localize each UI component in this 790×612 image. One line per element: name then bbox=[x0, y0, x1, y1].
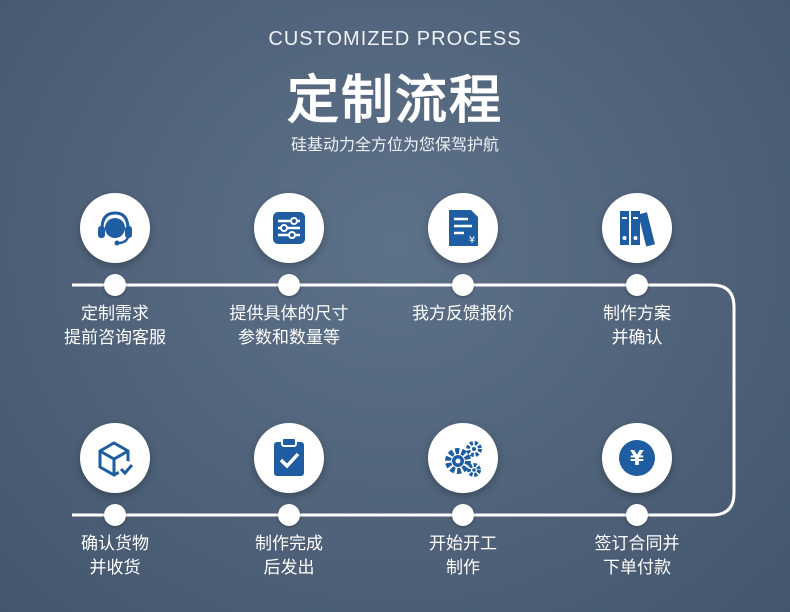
step-7-label-line-2: 后发出 bbox=[263, 558, 315, 578]
step-3-label: 我方反馈报价 bbox=[378, 302, 548, 326]
package-check-icon bbox=[98, 441, 134, 477]
step-7-node bbox=[278, 504, 300, 526]
headset-icon bbox=[98, 211, 132, 246]
step-6-label: 开始开工 制作 bbox=[378, 532, 548, 580]
step-5-node bbox=[626, 504, 648, 526]
step-3-label-line-1: 我方反馈报价 bbox=[412, 304, 514, 324]
subtitle: 硅基动力全方位为您保驾护航 bbox=[290, 135, 499, 154]
step-5-label-line-1: 签订合同并 bbox=[594, 534, 680, 554]
step-5-icon-circle: ¥ bbox=[602, 423, 672, 493]
step-8-label-line-2: 并收货 bbox=[89, 558, 141, 578]
step-2-label-line-2: 参数和数量等 bbox=[238, 328, 340, 348]
step-8-label-line-1: 确认货物 bbox=[81, 534, 149, 554]
step-1-label: 定制需求 提前咨询客服 bbox=[30, 302, 200, 350]
step-7-icon-circle bbox=[254, 423, 324, 493]
step-6-node bbox=[452, 504, 474, 526]
step-2-label: 提供具体的尺寸 参数和数量等 bbox=[204, 302, 374, 350]
step-1-label-line-2: 提前咨询客服 bbox=[64, 328, 166, 348]
sliders-icon bbox=[273, 212, 305, 244]
step-4-label-line-2: 并确认 bbox=[611, 328, 663, 348]
step-2-label-line-1: 提供具体的尺寸 bbox=[229, 304, 349, 324]
step-6-icon-circle bbox=[428, 423, 498, 493]
svg-text:¥: ¥ bbox=[630, 446, 644, 470]
step-4-label: 制作方案 并确认 bbox=[552, 302, 722, 350]
clipboard-check-icon bbox=[274, 437, 304, 476]
step-6-label-line-1: 开始开工 bbox=[429, 534, 497, 554]
step-8-node bbox=[104, 504, 126, 526]
step-1-label-line-1: 定制需求 bbox=[81, 304, 149, 324]
page-title: 定制流程 bbox=[286, 71, 503, 131]
binders-icon bbox=[620, 211, 655, 247]
svg-text:¥: ¥ bbox=[469, 235, 475, 246]
step-3-node bbox=[452, 274, 474, 296]
step-7-label-line-1: 制作完成 bbox=[255, 534, 323, 554]
step-7-label: 制作完成 后发出 bbox=[204, 532, 374, 580]
step-2-icon-circle bbox=[254, 193, 324, 263]
step-1-icon-circle bbox=[80, 193, 150, 263]
step-5-label: 签订合同并 下单付款 bbox=[552, 532, 722, 580]
step-5-label-line-2: 下单付款 bbox=[603, 558, 671, 578]
step-4-label-line-1: 制作方案 bbox=[603, 304, 671, 324]
step-8-label: 确认货物 并收货 bbox=[30, 532, 200, 580]
step-4-icon-circle bbox=[602, 193, 672, 263]
step-4-node bbox=[626, 274, 648, 296]
english-title: CUSTOMIZED PROCESS bbox=[268, 28, 522, 50]
step-8-icon-circle bbox=[80, 423, 150, 493]
yen-coin-icon: ¥ bbox=[619, 440, 655, 476]
step-6-label-line-2: 制作 bbox=[446, 558, 480, 578]
quote-document-icon: ¥ bbox=[449, 210, 478, 246]
step-1-node bbox=[104, 274, 126, 296]
gears-icon bbox=[445, 441, 482, 477]
step-2-node bbox=[278, 274, 300, 296]
step-3-icon-circle: ¥ bbox=[428, 193, 498, 263]
